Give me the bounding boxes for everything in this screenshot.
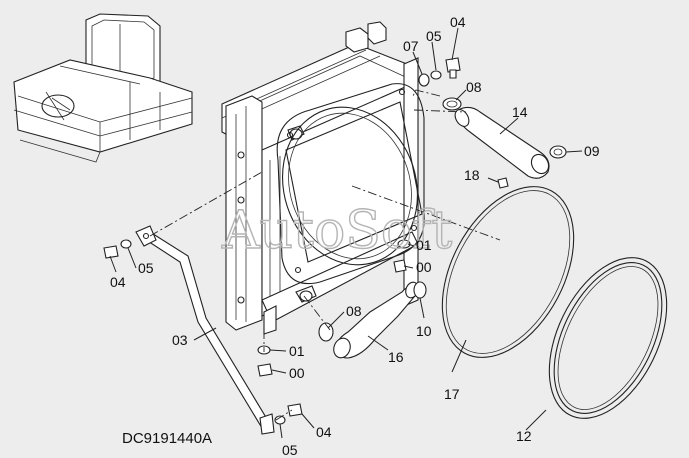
- callout-05-left: 05: [138, 260, 154, 276]
- callout-09: 09: [584, 143, 600, 159]
- callout-00-mid: 00: [416, 259, 432, 275]
- callout-04-left: 04: [110, 274, 126, 290]
- callout-16: 16: [388, 349, 404, 365]
- callout-01-mid: 01: [416, 237, 432, 253]
- callout-05-bottom: 05: [282, 442, 298, 458]
- callout-05-top: 05: [426, 28, 442, 44]
- upper-hose: [442, 97, 567, 179]
- callout-00-low: 00: [289, 365, 305, 381]
- callout-07-top: 07: [403, 38, 419, 54]
- callout-04-top: 04: [450, 14, 466, 30]
- callout-18: 18: [464, 167, 480, 183]
- callout-08-top: 08: [466, 79, 482, 95]
- callout-14: 14: [512, 104, 528, 120]
- guard-ring: [441, 186, 575, 358]
- fasteners: [103, 57, 509, 425]
- leader-lines: [109, 27, 583, 439]
- fan-shroud: [276, 83, 425, 285]
- callout-labels: 04 05 07 08 14 09 18 01 00 04 05 08 10 1…: [110, 14, 600, 458]
- excavator-locator-icon: [13, 13, 193, 163]
- callout-04-bottom: 04: [316, 424, 332, 440]
- callout-08-low: 08: [346, 303, 362, 319]
- callout-10: 10: [416, 323, 432, 339]
- drawing-code: DC9191440A: [122, 430, 212, 447]
- assembly-centerlines: [149, 89, 501, 421]
- callout-03: 03: [172, 332, 188, 348]
- watermark-text: AutoSoft: [221, 201, 452, 261]
- callout-01-low: 01: [289, 343, 305, 359]
- callout-12: 12: [516, 428, 532, 444]
- seal-ring: [548, 257, 668, 419]
- lower-hose: [318, 281, 427, 359]
- stay-rod: [135, 225, 275, 435]
- callout-17: 17: [444, 386, 460, 402]
